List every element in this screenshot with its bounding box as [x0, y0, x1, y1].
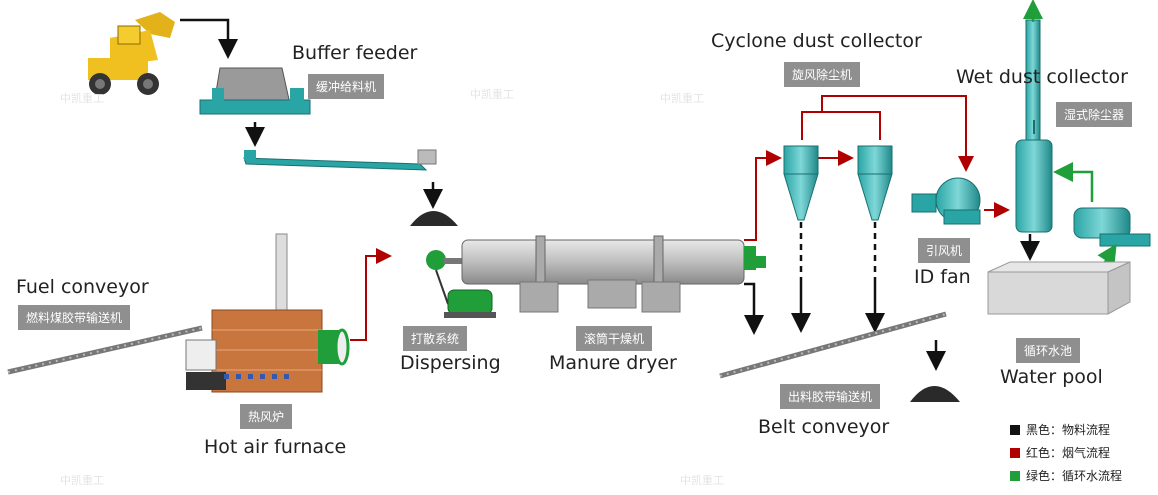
fuel-conveyor-label: Fuel conveyor [16, 276, 149, 298]
material-pile-1 [410, 211, 458, 226]
id-fan-machine [911, 177, 981, 225]
buffer-feeder-machine [199, 67, 311, 115]
dispersing-system [426, 250, 496, 318]
wet-dust-label: Wet dust collector [956, 66, 1128, 88]
dryer-to-cyclone-flue [744, 150, 782, 241]
watermark-4: 中凯重工 [60, 474, 104, 487]
material-pile-2 [910, 386, 960, 402]
legend-item-flue-gas: 红色：烟气流程 [1010, 441, 1122, 464]
color-legend: 黑色：物料流程 红色：烟气流程 绿色：循环水流程 [1010, 418, 1122, 487]
legend-item-material: 黑色：物料流程 [1010, 418, 1122, 441]
rotary-drum-dryer [444, 235, 766, 313]
screw-conveyor [243, 149, 437, 171]
dryer-cn-label: 滚筒干燥机 [576, 326, 653, 351]
wet-dust-collector [1015, 19, 1053, 233]
water-pool-cn-label: 循环水池 [1016, 338, 1081, 363]
water-pool-label: Water pool [1000, 366, 1103, 388]
cyclone-dust-collectors [783, 145, 893, 221]
watermark-5: 中凯重工 [680, 474, 724, 487]
furnace-label: Hot air furnace [204, 436, 347, 458]
legend-swatch-red [1010, 447, 1020, 458]
legend-text-material: 黑色：物料流程 [1026, 423, 1111, 437]
id-fan-label: ID fan [914, 266, 971, 288]
water-pool [987, 261, 1131, 315]
recirc-to-collector-arrow [1053, 162, 1094, 202]
dispersing-label: Dispersing [400, 352, 501, 374]
dryer-label: Manure dryer [549, 352, 677, 374]
hot-air-furnace [185, 233, 350, 393]
furnace-cn-label: 热风炉 [240, 404, 293, 429]
wet-dust-cn-label: 湿式除尘器 [1056, 102, 1133, 127]
cyclone-cn-label: 旋风除尘机 [784, 62, 861, 87]
dispersing-cn-label: 打散系统 [403, 326, 468, 351]
buffer-feeder-cn-label: 缓冲给料机 [308, 74, 385, 99]
id-fan-cn-label: 引风机 [918, 238, 971, 263]
dryer-discharge-arrow [744, 282, 764, 335]
legend-item-water: 绿色：循环水流程 [1010, 464, 1122, 487]
output-belt-conveyor [719, 311, 947, 379]
belt-conveyor-label: Belt conveyor [758, 416, 890, 438]
watermark-3: 中凯重工 [660, 92, 704, 105]
watermark-1: 中凯重工 [60, 92, 104, 105]
watermark-2: 中凯重工 [470, 88, 514, 101]
furnace-hot-air-arrow [350, 248, 392, 341]
legend-text-flue-gas: 红色：烟气流程 [1026, 446, 1111, 460]
wheel-loader-icon [88, 12, 175, 95]
legend-swatch-black [1010, 424, 1020, 435]
loader-to-feeder-arrow [180, 18, 238, 59]
legend-text-water: 绿色：循环水流程 [1026, 469, 1123, 483]
belt-conveyor-cn-label: 出料胶带输送机 [780, 384, 881, 409]
cyclone-label: Cyclone dust collector [711, 30, 922, 52]
buffer-feeder-label: Buffer feeder [292, 42, 418, 64]
circulating-pump [1073, 207, 1151, 247]
legend-swatch-green [1010, 470, 1020, 481]
fuel-conveyor-cn-label: 燃料煤胶带输送机 [18, 305, 131, 330]
